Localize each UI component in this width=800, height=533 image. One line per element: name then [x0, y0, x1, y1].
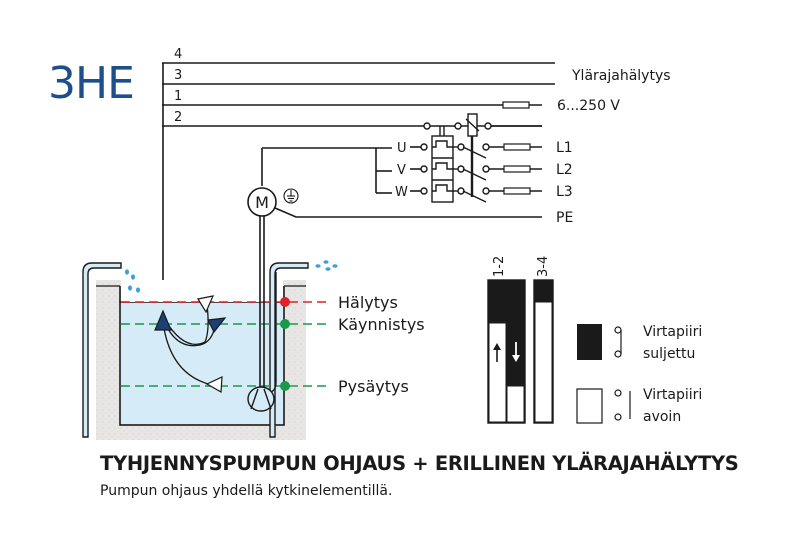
terminal-v: V [397, 163, 406, 178]
contact-column-1-2: 1-2 [492, 256, 507, 277]
ground-icon [283, 188, 299, 204]
phase-lines [489, 143, 542, 195]
closed-contact-icon [614, 326, 622, 358]
fuse-icon [503, 165, 531, 173]
contact-1-2-up-open [488, 322, 507, 423]
wire-number-4: 4 [174, 47, 182, 62]
closed-swatch [577, 324, 602, 360]
level-lines [121, 301, 330, 387]
legend-open-line2: avoin [643, 409, 681, 425]
motor-icon: M [247, 187, 277, 217]
phase-label-l1: L1 [556, 140, 573, 156]
fuse-icon [503, 187, 531, 195]
wire-number-1: 1 [174, 89, 182, 104]
pump-icon [247, 216, 277, 412]
terminal-u: U [397, 141, 407, 156]
upper-alarm-label: Ylärajahälytys [571, 68, 671, 84]
wire-number-2: 2 [174, 110, 182, 125]
legend-closed-line1: Virtapiiri [643, 324, 702, 340]
float-switch-icon [154, 295, 227, 393]
control-wires [162, 62, 555, 318]
level-label-stop: Pysäytys [338, 377, 409, 396]
legend-item-open: Virtapiiri avoin [576, 387, 702, 425]
contact-3-4-open [534, 301, 553, 423]
diagram-title: TYHJENNYSPUMPUN OHJAUS + ERILLINEN YLÄRA… [100, 452, 739, 475]
open-swatch [576, 388, 603, 424]
legend-closed-line2: suljettu [643, 346, 695, 362]
fuse-icon [502, 101, 530, 109]
phase-label-l3: L3 [556, 184, 573, 200]
pump-well [82, 262, 309, 440]
contact-1-2-down-open [506, 385, 525, 423]
start-level-dot [280, 319, 290, 329]
terminal-w: W [395, 185, 408, 200]
water-drops-icon [315, 260, 338, 271]
diagram-code: 3HE [48, 58, 135, 109]
legend-open-line1: Virtapiiri [643, 387, 702, 403]
pe-wire [274, 207, 542, 218]
arrow-down-icon [512, 342, 520, 362]
phase-label-pe: PE [556, 210, 573, 226]
contactor [420, 113, 492, 203]
stop-level-dot [280, 381, 290, 391]
water-drops-icon [125, 269, 140, 293]
legend: Virtapiiri suljettu Virtapiiri avoin [576, 324, 702, 425]
motor-feed [261, 146, 421, 194]
wire-number-3: 3 [174, 68, 182, 83]
legend-item-closed: Virtapiiri suljettu [577, 324, 702, 362]
contact-column-3-4: 3-4 [536, 256, 551, 277]
fuse-icon [503, 143, 531, 151]
voltage-label: 6...250 V [557, 98, 620, 114]
level-label-start: Käynnistys [338, 315, 425, 334]
level-label-alarm: Hälytys [338, 293, 398, 312]
motor-symbol: M [255, 193, 269, 212]
alarm-level-dot [280, 297, 290, 307]
phase-label-l2: L2 [556, 162, 573, 178]
diagram-subtitle: Pumpun ohjaus yhdellä kytkinelementillä. [100, 483, 393, 499]
arrow-up-icon [493, 343, 501, 362]
open-contact-icon [614, 389, 631, 421]
contact-chart: 1-2 3-4 [487, 256, 554, 424]
